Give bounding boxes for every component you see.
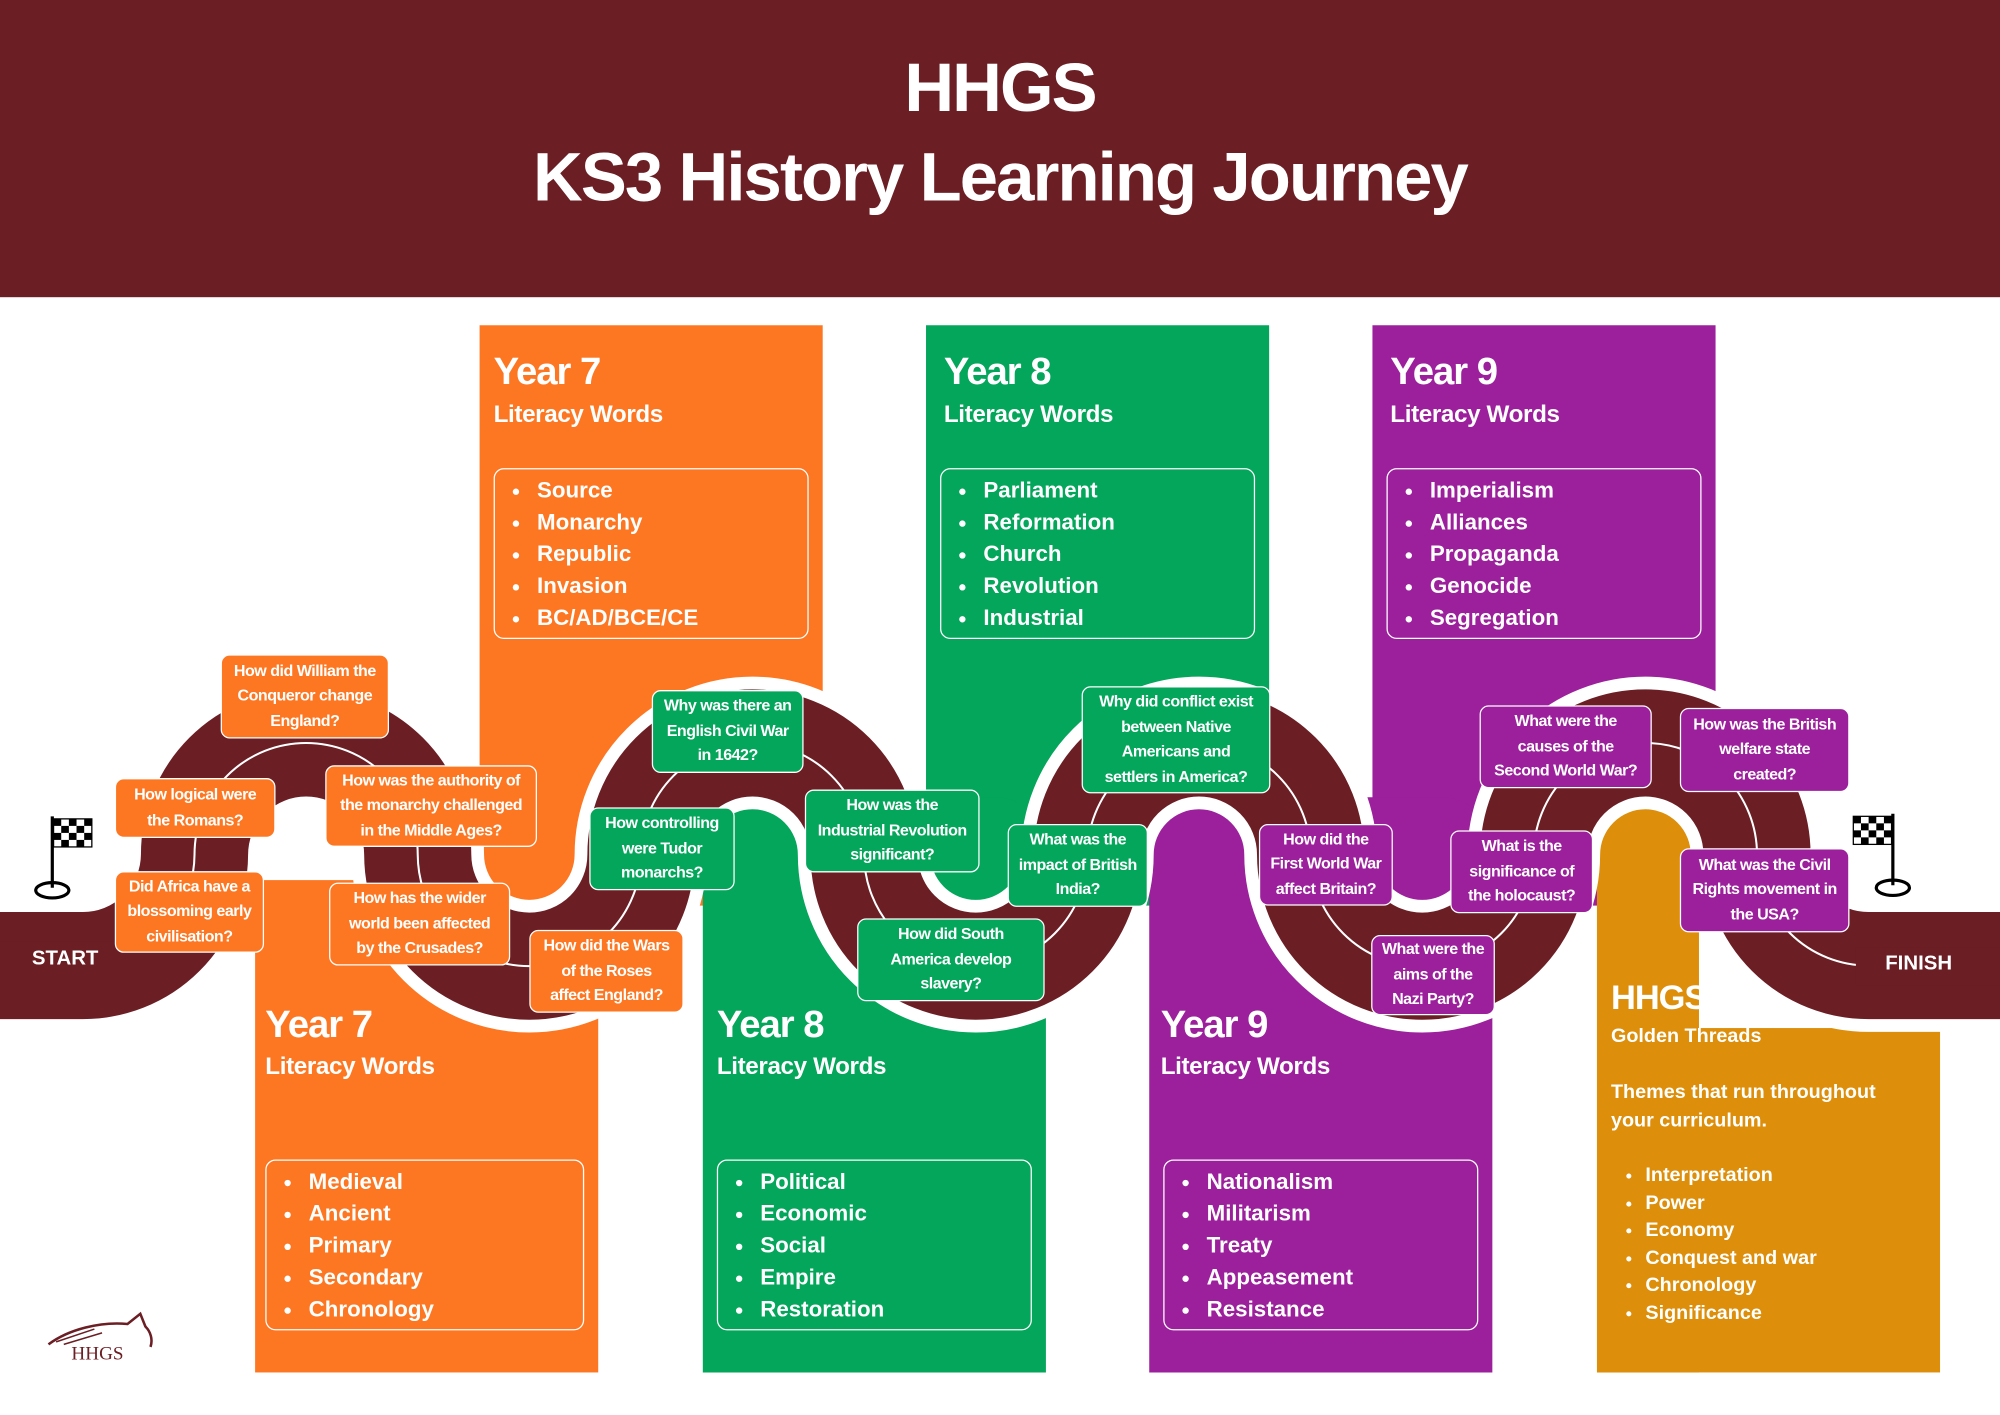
theme-item: Interpretation — [1645, 1162, 1816, 1189]
year8-top-subtitle: Literacy Words — [943, 401, 1114, 429]
question-box: How was the British welfare state create… — [1679, 707, 1850, 793]
year9-bottom-subtitle: Literacy Words — [1160, 1053, 1331, 1081]
literacy-word: Restoration — [758, 1293, 1031, 1325]
golden-threads-panel-bg — [1658, 1028, 1941, 1373]
golden-threads-subtitle: Golden Threads — [1610, 1025, 1762, 1048]
theme-item: Power — [1645, 1189, 1816, 1216]
literacy-word: Militarism — [1204, 1198, 1477, 1230]
question-box: What were the aims of the Nazi Party? — [1371, 934, 1495, 1016]
question-box: What is the significance of the holocaus… — [1450, 830, 1594, 914]
literacy-word: Chronology — [306, 1293, 583, 1325]
school-logo: HHGS — [43, 1311, 160, 1375]
page-title: KS3 History Learning Journey — [533, 139, 1469, 216]
year8-top-word-list: Parliament Reformation Church Revolution… — [940, 468, 1256, 640]
finish-label: FINISH — [1885, 952, 1953, 975]
literacy-word: Segregation — [1427, 602, 1700, 634]
question-box: What were the causes of the Second World… — [1479, 705, 1652, 789]
theme-item: Chronology — [1645, 1272, 1816, 1299]
year8-bottom-word-list: Political Economic Social Empire Restora… — [716, 1159, 1032, 1331]
literacy-word: Economic — [758, 1198, 1031, 1230]
horse-logo-icon — [47, 1311, 153, 1348]
literacy-word: Political — [758, 1166, 1031, 1198]
golden-threads-list: Interpretation Power Economy Conquest an… — [1597, 1162, 1816, 1327]
question-box: How did William the Conqueror change Eng… — [220, 654, 390, 739]
golden-threads-heading: HHGS — [1610, 978, 1707, 1017]
year7-bottom-heading: Year 7 — [265, 1003, 373, 1046]
literacy-word: Ancient — [306, 1198, 583, 1230]
literacy-word: Propaganda — [1427, 538, 1700, 570]
question-box: How controlling were Tudor monarchs? — [589, 807, 735, 891]
year8-bottom-subtitle: Literacy Words — [716, 1053, 887, 1081]
year8-bottom-heading: Year 8 — [716, 1003, 825, 1046]
literacy-word: Invasion — [534, 570, 807, 602]
literacy-word: Industrial — [981, 602, 1254, 634]
question-box: How did South America develop slavery? — [857, 918, 1045, 1002]
theme-item: Economy — [1645, 1217, 1816, 1244]
year9-top-subtitle: Literacy Words — [1390, 401, 1560, 429]
header-banner: HHGS KS3 History Learning Journey — [0, 0, 2000, 298]
checkered-flag-icon — [1852, 813, 1912, 898]
literacy-word: Social — [758, 1230, 1031, 1262]
literacy-word: Republic — [534, 538, 807, 570]
year9-bottom-word-list: Nationalism Militarism Treaty Appeasemen… — [1163, 1159, 1479, 1331]
literacy-word: Imperialism — [1427, 474, 1700, 506]
question-box: What was the impact of British India? — [1007, 823, 1148, 907]
year9-bottom-heading: Year 9 — [1160, 1003, 1269, 1046]
question-box: Did Africa have a blossoming early civil… — [114, 871, 265, 953]
literacy-word: Primary — [306, 1230, 583, 1262]
question-box: Why did conflict exist between Native Am… — [1081, 686, 1271, 794]
start-label: START — [31, 947, 99, 970]
literacy-word: Empire — [758, 1261, 1031, 1293]
literacy-word: Secondary — [306, 1261, 583, 1293]
literacy-word: Genocide — [1427, 570, 1700, 602]
literacy-word: Medieval — [306, 1166, 583, 1198]
year9-top-word-list: Imperialism Alliances Propaganda Genocid… — [1386, 468, 1702, 640]
literacy-word: Alliances — [1427, 506, 1700, 538]
logo-text: HHGS — [71, 1344, 124, 1365]
question-box: How was the authority of the monarchy ch… — [325, 765, 537, 847]
literacy-word: Church — [981, 538, 1254, 570]
literacy-word: Source — [534, 474, 807, 506]
question-box: How was the Industrial Revolution signif… — [804, 789, 980, 873]
literacy-word: Nationalism — [1204, 1166, 1477, 1198]
literacy-word: BC/AD/BCE/CE — [534, 602, 807, 634]
year9-top-heading: Year 9 — [1390, 350, 1498, 393]
question-box: How has the wider world been affected by… — [329, 882, 511, 966]
literacy-word: Parliament — [981, 474, 1254, 506]
year7-bottom-word-list: Medieval Ancient Primary Secondary Chron… — [265, 1159, 585, 1331]
question-box: What was the Civil Rights movement in th… — [1679, 848, 1850, 933]
literacy-word: Resistance — [1204, 1293, 1477, 1325]
literacy-word: Treaty — [1204, 1230, 1477, 1262]
school-name: HHGS — [904, 49, 1097, 127]
literacy-word: Reformation — [981, 506, 1254, 538]
literacy-word: Monarchy — [534, 506, 807, 538]
question-box: How did the First World War affect Brita… — [1258, 823, 1393, 906]
question-box: How did the Wars of the Roses affect Eng… — [529, 929, 684, 1013]
question-box: Why was there an English Civil War in 16… — [651, 690, 804, 773]
year7-bottom-subtitle: Literacy Words — [265, 1053, 435, 1081]
theme-item: Significance — [1645, 1299, 1816, 1326]
checkered-flag-icon — [34, 816, 93, 900]
year7-top-heading: Year 7 — [493, 350, 602, 393]
year8-top-heading: Year 8 — [943, 350, 1052, 393]
theme-item: Conquest and war — [1645, 1244, 1816, 1271]
question-box: How logical were the Romans? — [114, 778, 276, 839]
literacy-word: Appeasement — [1204, 1261, 1477, 1293]
literacy-word: Revolution — [981, 570, 1254, 602]
year7-top-subtitle: Literacy Words — [493, 401, 664, 429]
golden-threads-description: Themes that run throughout your curricul… — [1610, 1081, 1876, 1131]
year7-top-word-list: Source Monarchy Republic Invasion BC/AD/… — [493, 468, 809, 640]
